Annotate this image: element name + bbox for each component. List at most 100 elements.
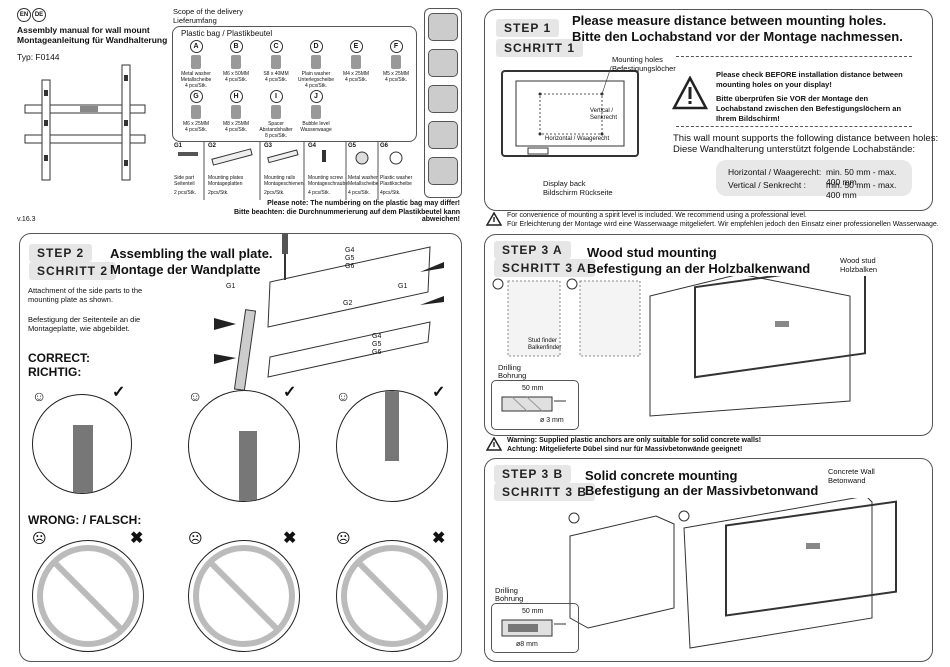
vertical-range-label: Vertical / Senkrecht : [728, 180, 806, 190]
step3b-title-en: Solid concrete mounting [585, 468, 738, 483]
callout-g1-left: G1 [226, 283, 236, 290]
lower-part-id: G1 [174, 143, 183, 149]
drill-depth-3a: 50 mm [522, 385, 544, 392]
warning-icon [672, 76, 708, 110]
part-qty: 4 pcs/Stk. [345, 77, 367, 83]
part-shape [271, 55, 281, 69]
callout-g6-bottom: G6 [372, 349, 382, 356]
product-illustration [24, 64, 146, 181]
scope-title-en: Scope of the delivery [173, 7, 244, 16]
cross-icon: ✖ [283, 530, 297, 547]
step3b-label-de: SCHRITT 3 B [494, 483, 596, 501]
correct-label: CORRECT: [28, 351, 90, 365]
callout-g4-bottom: G4 [372, 333, 382, 340]
smile-icon: ☺ [336, 388, 351, 404]
anchor-warning-de: Achtung: Mitgelieferte Dübel sind nur fü… [507, 446, 743, 453]
lower-part-id: G3 [264, 143, 273, 149]
lower-part-name: Mounting rails Montageschienen [264, 175, 304, 187]
lower-part-qty: 4 pcs/Stk. [308, 190, 330, 196]
part-name: M6 x 25MM [182, 121, 210, 127]
scope-title-de: Lieferumfang [173, 16, 217, 25]
lower-part-qty: 2pcs/Stk. [208, 190, 229, 196]
part-qty: 8 pcs/Stk. [265, 133, 287, 139]
support-text-de: Diese Wandhalterung unterstützt folgende… [673, 144, 916, 155]
wall-plate-assembly-illustration [214, 234, 444, 391]
wood-stud-illustration [492, 276, 866, 417]
stud-finder-label: Stud finder [528, 338, 558, 344]
drilling-label-3b-de: Bohrung [495, 594, 524, 603]
correct-detail-3 [336, 390, 448, 502]
check-icon: ✓ [112, 384, 126, 401]
step1-label-de: SCHRITT 1 [496, 39, 584, 57]
step2-label-de: SCHRITT 2 [29, 262, 117, 280]
correct-label-de: RICHTIG: [28, 365, 82, 379]
step1-label: STEP 1 [496, 19, 560, 37]
step2-desc-de: Befestigung der Seitenteile an die Monta… [28, 315, 141, 333]
part-qty: 4 pcs/Stk. [225, 77, 247, 83]
part-j: J Bubble level Wasserwaage [296, 90, 336, 133]
lang-en-badge: EN [17, 8, 31, 22]
part-id: C [269, 40, 283, 53]
wood-stud-label: Wood stud [840, 256, 876, 265]
step1-title-en: Please measure distance between mounting… [572, 13, 887, 28]
plastic-bag-box: Plastic bag / Plastikbeutel [172, 26, 417, 142]
drill-diameter-3a: ø 3 mm [540, 417, 564, 424]
step3a-label-de: SCHRITT 3 A [494, 259, 595, 277]
lower-part-id: G4 [308, 143, 317, 149]
manual-title-de: Montageanleitung für Wandhalterung [17, 35, 168, 45]
cross-icon: ✖ [432, 530, 446, 547]
part-shape [191, 55, 201, 69]
hole-distance-box: Horizontal / Waagerecht: min. 50 mm - ma… [716, 160, 912, 200]
part-shape [311, 105, 321, 119]
manual-title-en: Assembly manual for wall mount [17, 25, 150, 35]
frown-icon: ☹ [32, 530, 47, 546]
step2-desc-en: Attachment of the side parts to the moun… [28, 286, 143, 304]
part-name: Bubble level Wasserwaage [300, 121, 332, 133]
screwdriver-icon [428, 49, 458, 77]
wrong-detail-3 [336, 540, 448, 652]
part-name: M8 x 25MM [222, 121, 250, 127]
lower-part-qty: 4pcs/Stk. [380, 190, 401, 196]
part-id: J [309, 90, 323, 103]
part-name: Spacer Abstandshalter [259, 121, 293, 133]
frown-icon: ☹ [336, 530, 351, 546]
lower-part-id: G6 [380, 143, 389, 149]
step1-title-de: Bitte den Lochabstand vor der Montage na… [572, 29, 903, 44]
support-text-en: This wall mount supports the following d… [673, 133, 939, 144]
part-id: B [229, 40, 243, 53]
part-name: S8 x 40MM [263, 71, 289, 77]
callout-g5-bottom: G5 [372, 341, 382, 348]
lower-part-name: Side part Seitenteil [174, 175, 195, 187]
correct-detail-2 [188, 390, 300, 502]
part-qty: 4 pcs/Stk. [385, 77, 407, 83]
anchor-warning-en: Warning: Supplied plastic anchors are on… [507, 437, 762, 444]
drilling-detail-3a: 50 mm ø 3 mm [491, 380, 579, 430]
part-id: G [189, 90, 203, 103]
anchor-warning-icon [486, 437, 502, 451]
cross-icon: ✖ [130, 530, 144, 547]
two-persons-icon [428, 157, 458, 185]
part-qty: 4 pcs/Stk. [185, 83, 207, 89]
part-name: Plain washer Unterlegscheibe [297, 71, 335, 83]
display-back-label-de: Bildschirm Rückseite [543, 188, 613, 197]
part-qty: 4 pcs/Stk. [185, 127, 207, 133]
part-name: M6 x 50MM [222, 71, 250, 77]
concrete-wall-label: Concrete Wall [828, 467, 875, 476]
lang-de-badge: DE [32, 8, 46, 22]
numbering-note-en: Please note: The numbering on the plasti… [267, 200, 460, 207]
callout-g4-top: G4 [345, 247, 355, 254]
callout-g5-top: G5 [345, 255, 355, 262]
callout-g6-top: G6 [345, 263, 355, 270]
warning-divider-2 [676, 126, 912, 127]
part-shape [231, 105, 241, 119]
part-qty: 4 pcs/Stk. [225, 127, 247, 133]
lower-part-name: Mounting plates Montageplatten [208, 175, 244, 187]
lower-part-id: G2 [208, 143, 217, 149]
measure-warning-de: Bitte überprüfen Sie VOR der Montage den… [716, 94, 902, 123]
lower-part-qty: 2 pcs/Stk. [174, 190, 196, 196]
